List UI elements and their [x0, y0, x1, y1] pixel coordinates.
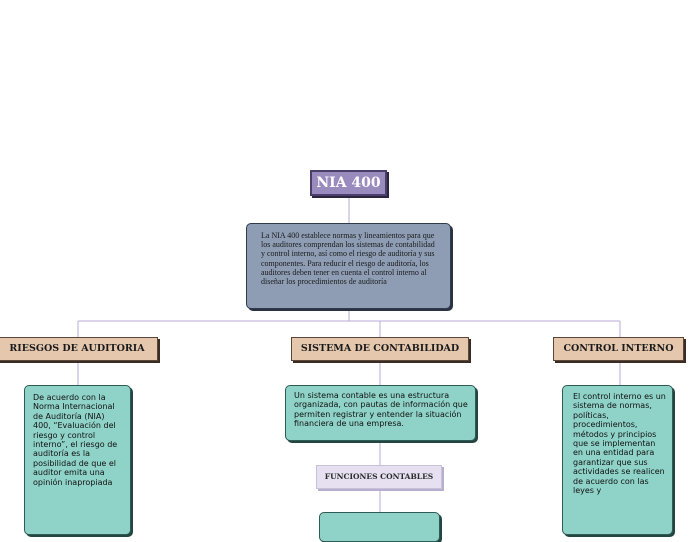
branch-control-node[interactable]: CONTROL INTERNO [553, 337, 684, 361]
funciones-child-node[interactable] [319, 512, 440, 542]
sistema-detail-node[interactable]: Un sistema contable es una estructura or… [285, 385, 476, 441]
branch-sistema-node[interactable]: SISTEMA DE CONTABILIDAD [291, 337, 469, 361]
funciones-contables-node[interactable]: FUNCIONES CONTABLES [316, 465, 442, 489]
main-description-node[interactable]: La NIA 400 establece normas y lineamient… [246, 223, 451, 309]
riesgos-detail-node[interactable]: De acuerdo con la Norma Internacional de… [24, 385, 131, 535]
connector-lines [77, 196, 621, 512]
control-detail-node[interactable]: El control interno es un sistema de norm… [562, 385, 673, 535]
main-topic-node[interactable]: NIA 400 [310, 170, 387, 196]
branch-riesgos-node[interactable]: RIESGOS DE AUDITORIA [0, 337, 158, 361]
